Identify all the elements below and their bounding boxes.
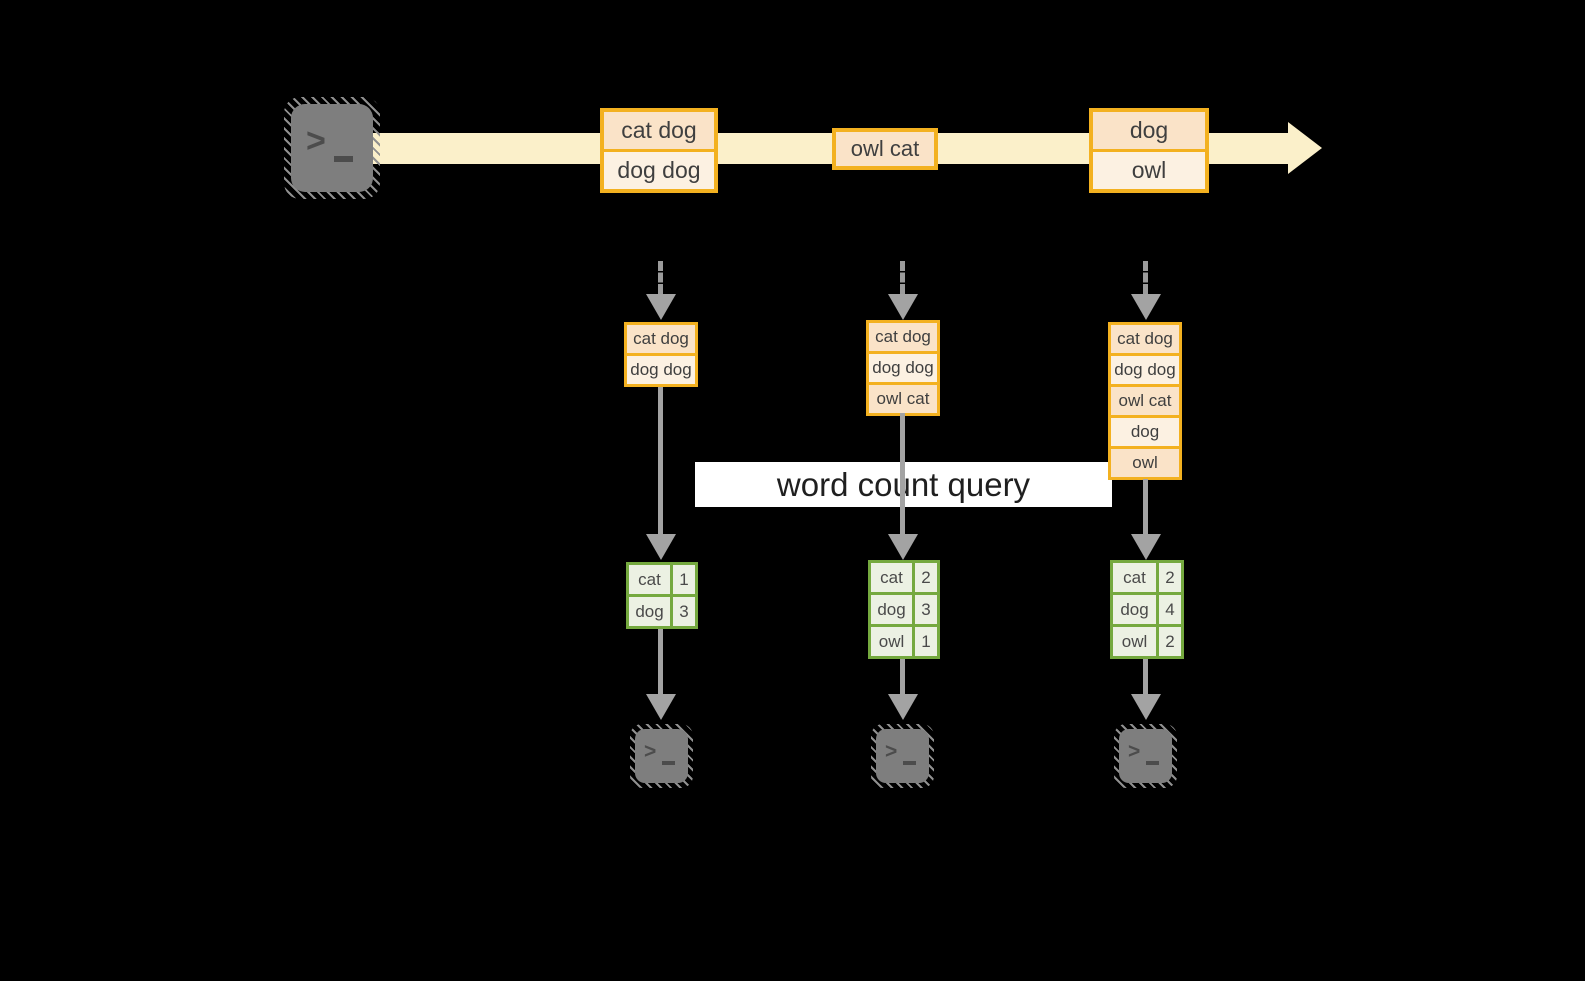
query-arrow-head-icon [888, 534, 918, 560]
buffer-cell: cat dog [869, 323, 937, 351]
terminal-body: > [291, 104, 373, 192]
count-value-cell: 3 [673, 597, 695, 626]
consumer-terminal-icon-3: > [1114, 724, 1177, 788]
count-value-cell: 2 [1159, 627, 1181, 656]
count-value-cell: 1 [673, 565, 695, 594]
terminal-prompt-chevron-icon: > [306, 122, 326, 160]
stream-event-box-1: cat dog dog dog [600, 108, 718, 193]
query-arrow-head-icon [1131, 534, 1161, 560]
count-value-cell: 1 [915, 627, 937, 656]
count-word-cell: dog [1113, 595, 1156, 624]
consumer-terminal-icon-1: > [630, 724, 693, 788]
count-table-3: cat 2 dog 4 owl 2 [1110, 560, 1184, 659]
count-table-1: cat 1 dog 3 [626, 562, 698, 629]
ingest-arrow-line [658, 261, 663, 294]
count-word-cell: owl [1113, 627, 1156, 656]
count-value-cell: 2 [915, 563, 937, 592]
terminal-prompt-underscore-icon [662, 761, 675, 765]
event-cell: dog [1093, 112, 1205, 149]
ingest-arrow-head-icon [1131, 294, 1161, 320]
buffer-list-1: cat dog dog dog [624, 322, 698, 387]
event-cell: owl [1093, 152, 1205, 189]
terminal-prompt-underscore-icon [1146, 761, 1159, 765]
count-word-cell: dog [629, 597, 670, 626]
buffer-list-2: cat dog dog dog owl cat [866, 320, 940, 416]
count-word-cell: dog [871, 595, 912, 624]
terminal-prompt-chevron-icon: > [1128, 740, 1141, 763]
terminal-body: > [876, 729, 929, 783]
count-value-cell: 4 [1159, 595, 1181, 624]
buffer-cell: owl [1111, 449, 1179, 477]
event-cell: owl cat [836, 132, 934, 166]
ingest-arrow-head-icon [888, 294, 918, 320]
output-arrow-head-icon [888, 694, 918, 720]
query-arrow-line [1143, 479, 1148, 534]
stream-event-box-2: owl cat [832, 128, 938, 170]
terminal-prompt-underscore-icon [903, 761, 916, 765]
count-word-cell: cat [871, 563, 912, 592]
query-arrow-head-icon [646, 534, 676, 560]
event-cell: dog dog [604, 152, 714, 189]
count-value-cell: 2 [1159, 563, 1181, 592]
stream-event-box-3: dog owl [1089, 108, 1209, 193]
consumer-terminal-icon-2: > [871, 724, 934, 788]
output-arrow-head-icon [1131, 694, 1161, 720]
event-cell: cat dog [604, 112, 714, 149]
terminal-body: > [1119, 729, 1172, 783]
stream-source-terminal-icon: > [284, 97, 380, 199]
output-arrow-head-icon [646, 694, 676, 720]
buffer-cell: dog dog [1111, 356, 1179, 384]
buffer-cell: cat dog [627, 325, 695, 353]
terminal-prompt-chevron-icon: > [885, 740, 898, 763]
buffer-cell: owl cat [1111, 387, 1179, 415]
buffer-cell: dog dog [627, 356, 695, 384]
terminal-body: > [635, 729, 688, 783]
output-arrow-line [1143, 659, 1148, 694]
output-arrow-line [900, 659, 905, 694]
query-arrow-line [900, 413, 905, 534]
query-arrow-line [658, 387, 663, 534]
count-table-2: cat 2 dog 3 owl 1 [868, 560, 940, 659]
output-arrow-line [658, 629, 663, 694]
ingest-arrow-head-icon [646, 294, 676, 320]
buffer-cell: dog dog [869, 354, 937, 382]
terminal-prompt-chevron-icon: > [644, 740, 657, 763]
ingest-arrow-line [1143, 261, 1148, 294]
buffer-cell: dog [1111, 418, 1179, 446]
count-value-cell: 3 [915, 595, 937, 624]
buffer-list-3: cat dog dog dog owl cat dog owl [1108, 322, 1182, 480]
count-word-cell: cat [1113, 563, 1156, 592]
buffer-cell: cat dog [1111, 325, 1179, 353]
buffer-cell: owl cat [869, 385, 937, 413]
count-word-cell: owl [871, 627, 912, 656]
count-word-cell: cat [629, 565, 670, 594]
ingest-arrow-line [900, 261, 905, 294]
terminal-prompt-underscore-icon [334, 156, 353, 162]
stream-arrowhead-icon [1288, 122, 1322, 174]
